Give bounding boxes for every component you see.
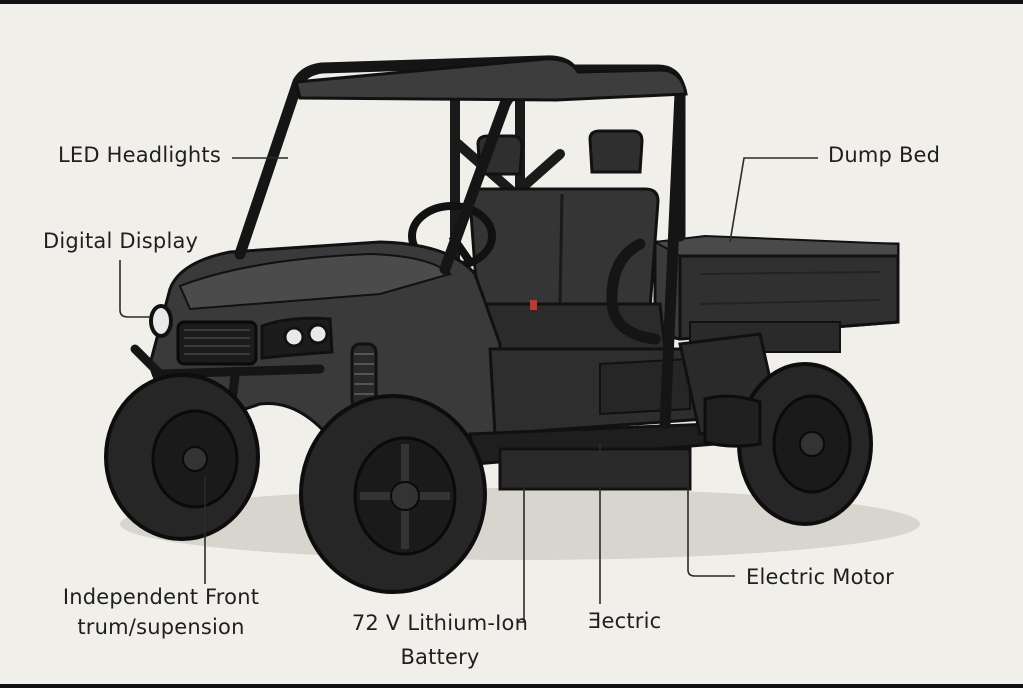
utv-illustration <box>104 55 920 623</box>
label-electric: Ǝectric <box>588 609 662 633</box>
diagram-canvas: LED Headlights Digital Display Dump Bed … <box>0 4 1023 684</box>
label-led-headlights: LED Headlights <box>58 143 222 167</box>
right-headlight-a <box>283 326 305 348</box>
label-electric-motor: Electric Motor <box>746 565 894 589</box>
leader-electric-motor <box>687 454 735 577</box>
leader-battery <box>518 479 525 623</box>
right-headlight-b <box>307 323 329 345</box>
label-battery: 72 V Lithium-Ion Battery <box>330 608 550 672</box>
label-battery-line1: 72 V Lithium-Ion <box>351 611 529 635</box>
dump-bed <box>651 234 900 353</box>
seats <box>468 129 667 351</box>
leader-lines <box>119 157 818 623</box>
label-front-suspension-line1: Independent Front <box>62 585 260 609</box>
leader-digital-display <box>119 260 150 318</box>
label-battery-line2: Battery <box>400 645 480 669</box>
label-digital-display: Digital Display <box>43 229 199 253</box>
left-headlight <box>149 304 173 338</box>
front-left-wheel <box>104 373 260 541</box>
leader-dump-bed <box>729 157 818 243</box>
label-front-suspension: Independent Front trum/supension <box>52 582 270 642</box>
label-dump-bed: Dump Bed <box>828 143 941 167</box>
rear-left-wheel-hint <box>703 394 762 448</box>
rear-right-wheel <box>737 362 873 526</box>
roof <box>294 57 688 102</box>
front-right-wheel <box>299 394 487 594</box>
label-front-suspension-line2: trum/supension <box>77 615 245 639</box>
